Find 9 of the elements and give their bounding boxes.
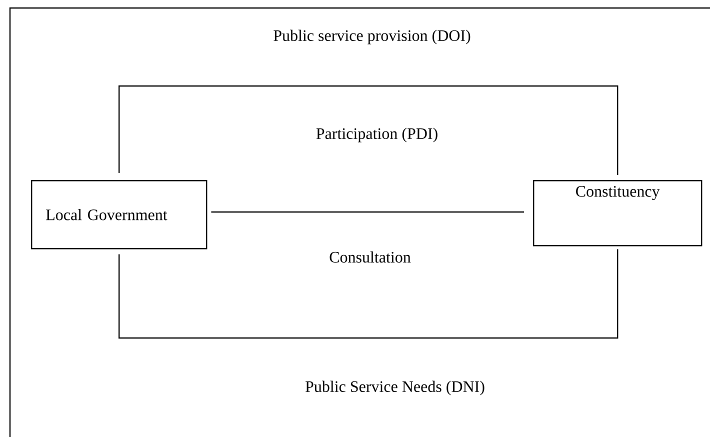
connector-line — [118, 85, 618, 175]
process-box: Constituency — [533, 180, 702, 246]
section-label: Public service provision (DOI) — [274, 30, 470, 44]
section-label: Consultation — [330, 251, 411, 263]
connector-line — [211, 211, 524, 213]
process-box: Local Government — [31, 180, 208, 250]
section-label: Participation (PDI) — [316, 128, 438, 142]
connector-line — [118, 249, 618, 339]
section-label: Public Service Needs (DNI) — [305, 380, 484, 396]
